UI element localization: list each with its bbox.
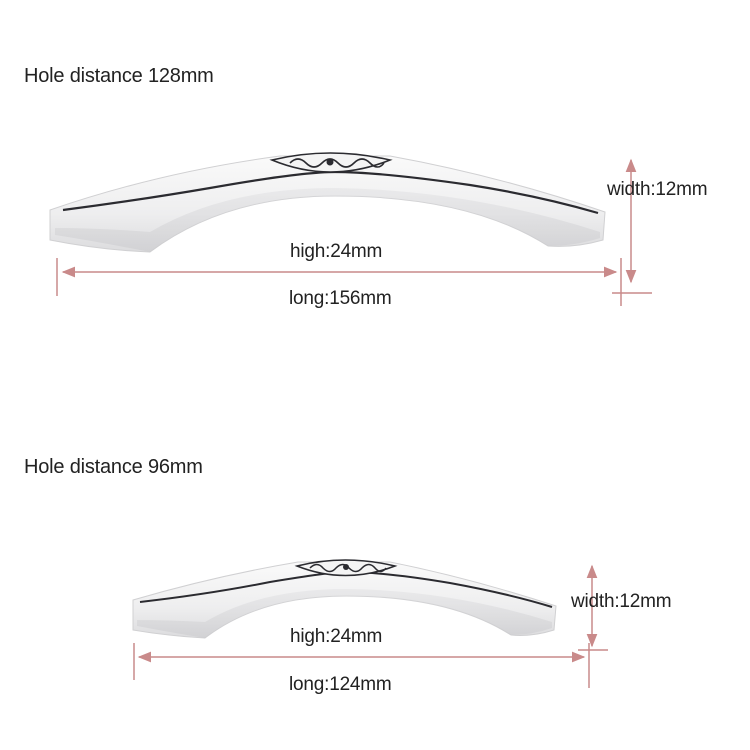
width-label-128mm: width:12mm (607, 179, 708, 200)
dimension-lines-128mm (56, 158, 652, 306)
handle-128mm (49, 152, 606, 253)
high-label-128mm: high:24mm (290, 241, 383, 262)
long-label-96mm: long:124mm (289, 674, 392, 695)
handle-96mm (132, 559, 557, 639)
product-title-96mm: Hole distance 96mm (24, 456, 203, 478)
ornament-icon (294, 559, 398, 577)
ornament-icon (269, 152, 393, 173)
dimension-lines-96mm (133, 564, 608, 688)
long-label-128mm: long:156mm (289, 288, 392, 309)
product-title-128mm: Hole distance 128mm (24, 65, 214, 87)
high-label-96mm: high:24mm (290, 626, 383, 647)
width-label-96mm: width:12mm (571, 591, 672, 612)
